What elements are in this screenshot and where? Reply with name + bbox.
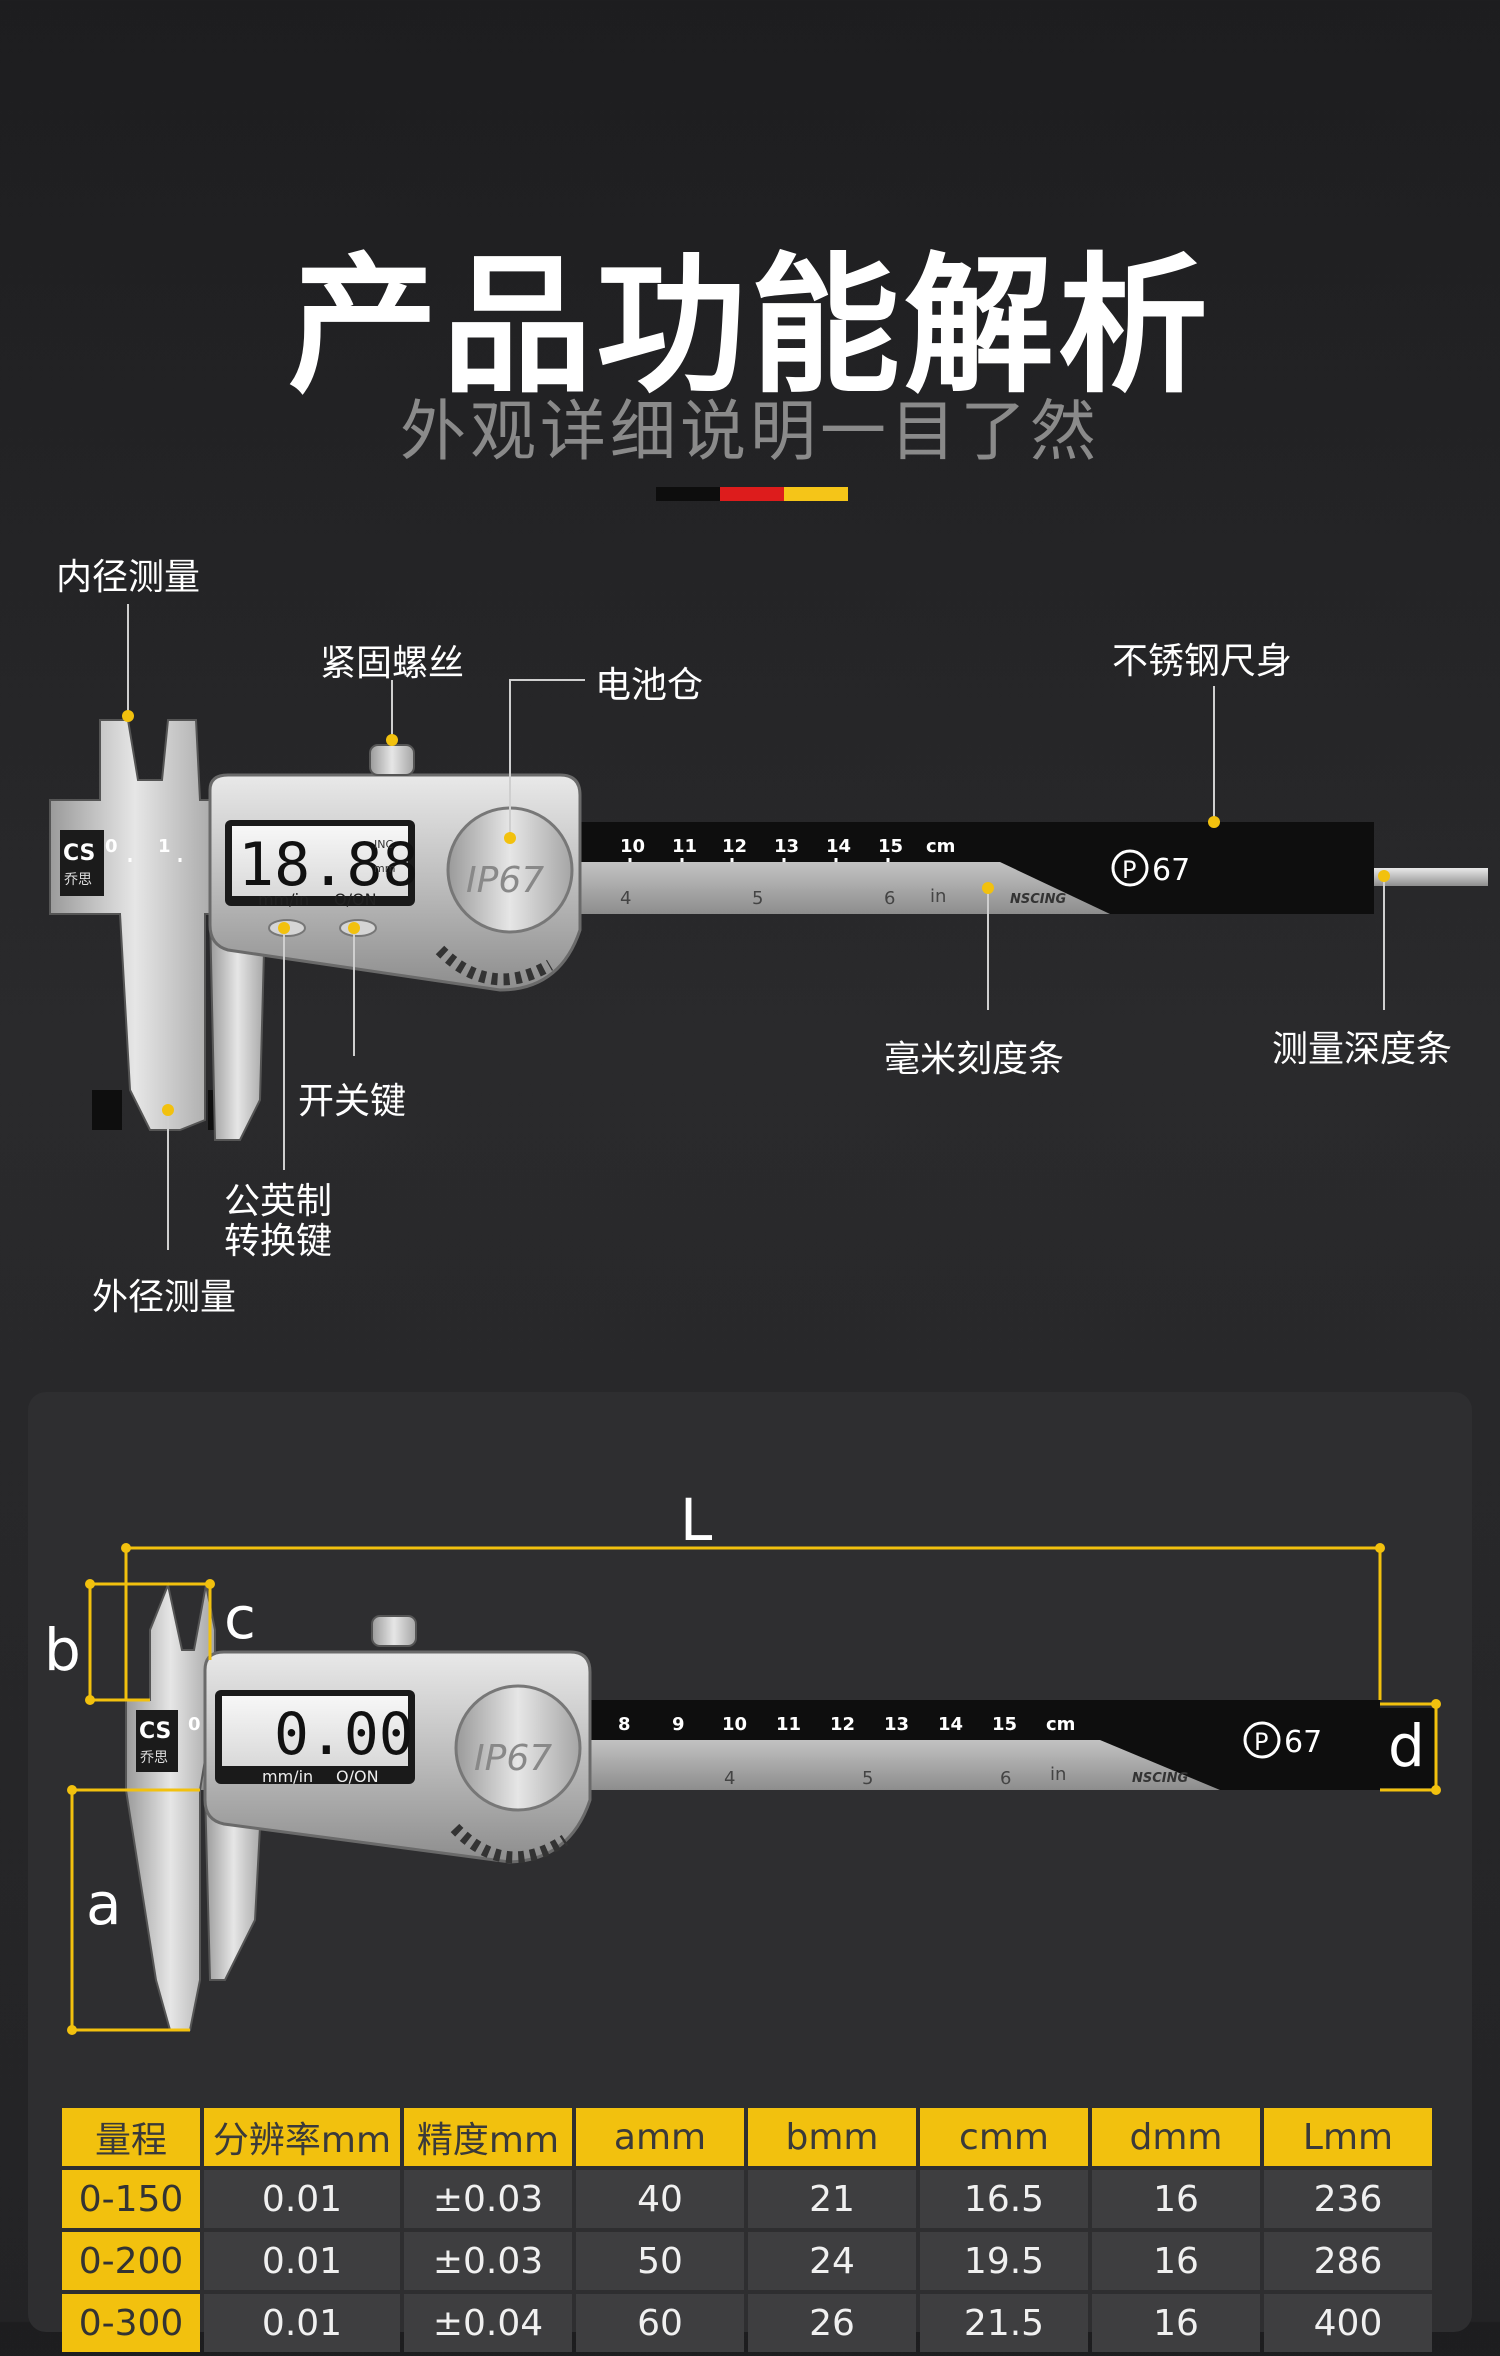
label-outer-measure: 外径测量 [92,1277,237,1318]
cell: ±0.03 [404,2170,572,2228]
cell: ±0.04 [404,2294,572,2352]
svg-text:mm/in: mm/in [258,890,309,909]
svg-text:0: 0 [105,836,118,857]
cell: 24 [748,2232,916,2290]
cell: 16 [1092,2232,1260,2290]
svg-text:1: 1 [158,836,171,857]
cell: 50 [576,2232,744,2290]
cell: 26 [748,2294,916,2352]
cell-range: 0-150 [62,2170,200,2228]
spec-table: 量程 分辨率mm 精度mm amm bmm cmm dmm Lmm 0-150 … [58,2104,1436,2356]
cell-range: 0-200 [62,2232,200,2290]
tricolor-flag [656,487,848,501]
cell: 0.01 [204,2294,400,2352]
svg-text:INC: INC [374,838,393,851]
col-a: amm [576,2108,744,2166]
col-accuracy: 精度mm [404,2108,572,2166]
table-row: 0-300 0.01 ±0.04 60 26 21.5 16 400 [62,2294,1432,2352]
cell: 286 [1264,2232,1432,2290]
cell: 60 [576,2294,744,2352]
caliper-top-illustration: CS 乔思 18.88 INC mm mm/in O/ON IP67 0 1 10… [49,604,1488,1250]
cell: 21.5 [920,2294,1088,2352]
cell: 16 [1092,2170,1260,2228]
cell: 19.5 [920,2232,1088,2290]
cell-range: 0-300 [62,2294,200,2352]
svg-text:cm: cm [926,836,955,857]
svg-text:11: 11 [672,836,697,857]
label-mm-scale: 毫米刻度条 [884,1039,1065,1080]
cell: 400 [1264,2294,1432,2352]
svg-text:13: 13 [774,836,799,857]
svg-text:CS: CS [63,841,95,866]
dim-label-b: b [44,1616,81,1684]
svg-text:IP67: IP67 [466,860,544,901]
label-battery: 电池仓 [595,665,704,706]
svg-text:in: in [930,886,946,907]
cell: 0.01 [204,2232,400,2290]
label-unit-key-1: 公英制 [224,1181,333,1222]
col-b: bmm [748,2108,916,2166]
svg-text:67: 67 [1152,853,1190,888]
label-steel-body: 不锈钢尺身 [1112,641,1293,682]
svg-text:mm: mm [374,862,395,875]
svg-text:12: 12 [722,836,747,857]
col-c: cmm [920,2108,1088,2166]
label-power-key: 开关键 [298,1081,407,1122]
svg-text:6: 6 [884,888,895,909]
svg-text:10: 10 [620,836,645,857]
dim-label-d: d [1388,1712,1425,1780]
col-L: Lmm [1264,2108,1432,2166]
cell: 16.5 [920,2170,1088,2228]
col-d: dmm [1092,2108,1260,2166]
dim-label-c: c [224,1584,256,1652]
svg-text:乔思: 乔思 [64,872,92,888]
svg-text:NSCING: NSCING [1010,892,1067,907]
label-unit-key-2: 转换键 [224,1221,333,1262]
cell: 0.01 [204,2170,400,2228]
cell: 40 [576,2170,744,2228]
svg-text:5: 5 [752,888,763,909]
dim-label-a: a [86,1870,122,1938]
svg-text:P: P [1122,856,1136,884]
page-subtitle: 外观详细说明一目了然 [400,393,1100,470]
col-range: 量程 [62,2108,200,2166]
page-title: 产品功能解析 [287,240,1212,414]
svg-text:4: 4 [620,888,631,909]
cell: 16 [1092,2294,1260,2352]
svg-text:14: 14 [826,836,851,857]
cell: 21 [748,2170,916,2228]
lcd-reading-top: 18.88 [238,830,419,900]
spec-table-header: 量程 分辨率mm 精度mm amm bmm cmm dmm Lmm [62,2108,1432,2166]
label-lock-screw: 紧固螺丝 [320,643,465,684]
svg-text:O/ON: O/ON [334,890,377,909]
svg-text:15: 15 [878,836,903,857]
col-resolution: 分辨率mm [204,2108,400,2166]
cell: 236 [1264,2170,1432,2228]
cell: ±0.03 [404,2232,572,2290]
label-depth-bar: 测量深度条 [1272,1029,1453,1070]
label-inner-measure: 内径测量 [56,557,201,598]
dim-label-L: L [680,1486,713,1554]
table-row: 0-150 0.01 ±0.03 40 21 16.5 16 236 [62,2170,1432,2228]
table-row: 0-200 0.01 ±0.03 50 24 19.5 16 286 [62,2232,1432,2290]
